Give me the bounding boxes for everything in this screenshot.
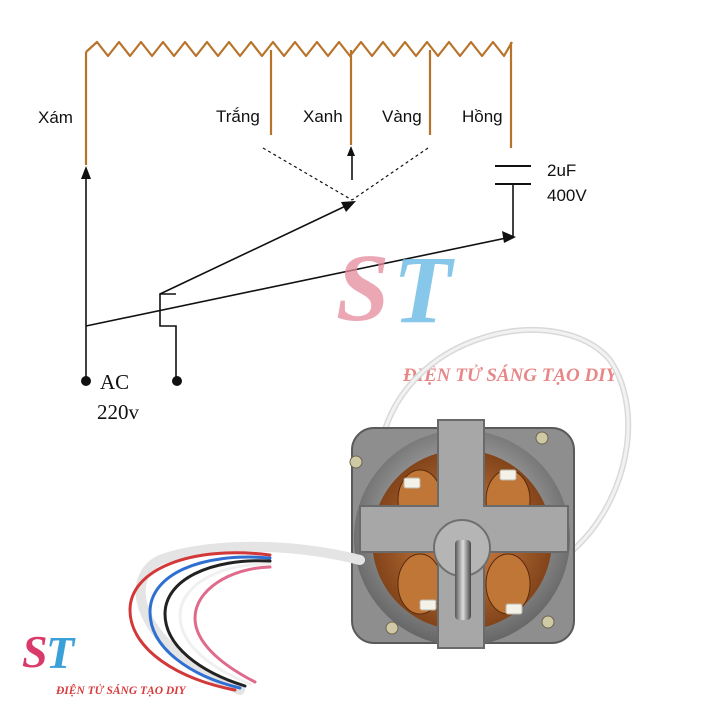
label-ac: AC bbox=[100, 370, 129, 394]
arrow-selector bbox=[341, 201, 356, 212]
motor-lead-wires bbox=[128, 541, 365, 695]
selector-dash-vang bbox=[351, 147, 429, 201]
coil-zigzag bbox=[85, 40, 513, 58]
speed-selector-switch bbox=[262, 146, 429, 201]
watermark-logo-letter-t: T bbox=[393, 236, 455, 343]
watermark-text-main: ĐIỆN TỬ SÁNG TẠO DIY bbox=[402, 364, 620, 386]
watermark-small-letter-t: T bbox=[46, 627, 76, 678]
label-capacitance: 2uF bbox=[547, 161, 576, 180]
selector-dash-trang bbox=[262, 147, 353, 201]
capacitor bbox=[495, 165, 531, 237]
label-ac-voltage: 220v bbox=[97, 400, 140, 424]
selector-contact-head bbox=[347, 146, 355, 156]
motor-winding-coil bbox=[84, 40, 513, 165]
watermark-logo-large: S T bbox=[336, 234, 455, 343]
label-trang: Trắng bbox=[216, 107, 260, 126]
arrow-capacitor bbox=[502, 231, 516, 243]
fan-motor-photo bbox=[128, 327, 632, 695]
watermark-logo-small: S T bbox=[22, 626, 76, 678]
watermark-small-letter-s: S bbox=[22, 626, 48, 677]
winding-ties bbox=[403, 469, 523, 615]
ac-wiring bbox=[81, 166, 516, 386]
label-hong: Hồng bbox=[462, 107, 503, 126]
wire-neutral-path bbox=[159, 293, 177, 380]
housing-screws bbox=[349, 431, 555, 635]
label-vang: Vàng bbox=[382, 107, 422, 126]
watermark-logo-letter-s: S bbox=[336, 234, 389, 341]
arrow-xam bbox=[81, 166, 91, 179]
label-xanh: Xanh bbox=[303, 107, 343, 126]
motor-lead-loop-highlight bbox=[378, 328, 630, 562]
terminal-ac-right bbox=[172, 376, 182, 386]
wire-to-selector bbox=[159, 202, 353, 295]
terminal-ac-left bbox=[81, 376, 91, 386]
label-xam: Xám bbox=[38, 108, 73, 127]
motor-shaft bbox=[455, 540, 471, 620]
wire-to-capacitor bbox=[85, 236, 512, 327]
watermark-text-small: ĐIỆN TỬ SÁNG TẠO DIY bbox=[55, 683, 187, 697]
label-cap-voltage: 400V bbox=[547, 186, 587, 205]
